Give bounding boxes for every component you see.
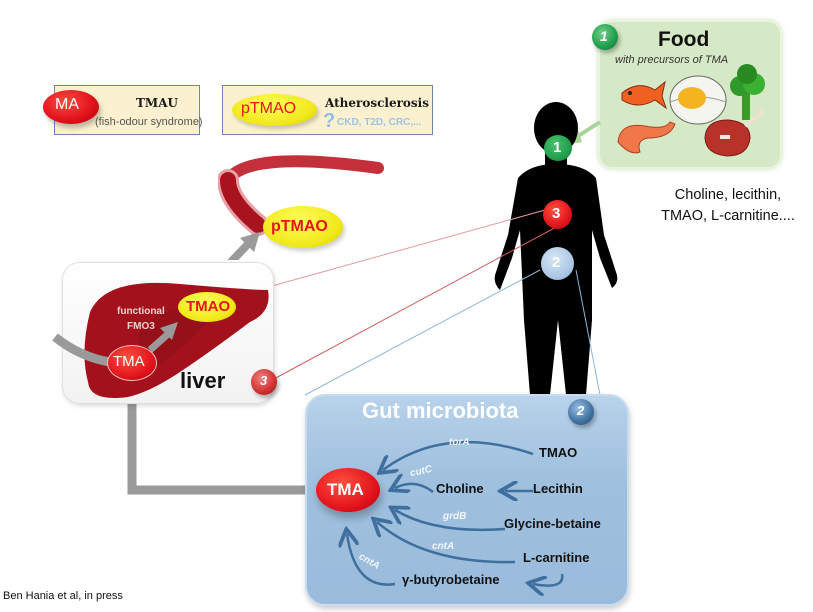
liver-icon <box>52 282 269 398</box>
gut-tma-marker <box>316 468 380 512</box>
food-subtitle: with precursors of TMA <box>615 54 729 66</box>
gut-connector-right <box>575 269 601 396</box>
gut-title: Gut microbiota <box>362 398 519 423</box>
liver-step-marker <box>251 369 277 395</box>
liver-tmao-marker <box>178 292 236 322</box>
food-step-number: 1 <box>600 28 608 44</box>
liver-connector-top <box>271 209 546 287</box>
butyrobetaine-pathway-arrow <box>347 534 396 586</box>
body-marker-2-label: 2 <box>552 254 561 271</box>
gut-tma-label: TMA <box>327 480 364 499</box>
source-choline: Choline <box>436 481 484 496</box>
atherosclerosis-title: Atherosclerosis <box>325 96 429 110</box>
precursor-note-line1: Choline, lecithin, <box>674 187 782 203</box>
broccoli-icon <box>730 64 765 120</box>
tma-marker-label: MA <box>55 96 79 113</box>
carnitine-to-butyrobetaine-arrow <box>533 573 564 586</box>
glycine-betaine-pathway-arrow <box>395 510 506 532</box>
tmao-pathway-arrow <box>383 440 534 470</box>
tmau-subtitle: (fish-odour syndrome) <box>95 116 203 128</box>
ham-icon <box>704 109 764 157</box>
liver-connector-bottom <box>271 224 561 381</box>
gut-step-marker <box>568 399 594 425</box>
liver-title: liver <box>180 368 226 393</box>
blood-vessel-icon <box>218 155 384 260</box>
precursor-note: Choline, lecithin, TMAO, L-carnitine.... <box>648 185 808 227</box>
gut-step-number: 2 <box>577 403 585 418</box>
food-step-marker <box>592 24 618 50</box>
liver-step-number: 3 <box>260 373 268 388</box>
enzyme-label-line1: functional <box>117 306 165 317</box>
shrimp-icon <box>617 121 676 154</box>
food-box: Food with precursors of TMA <box>592 20 782 169</box>
tmau-box: MA TMAU (fish-odour syndrome) <box>43 85 203 135</box>
ptmao-vessel-label: pTMAO <box>271 218 328 235</box>
ptmao-marker-label: pTMAO <box>241 100 297 117</box>
food-title: Food <box>658 28 710 51</box>
tmau-title: TMAU <box>136 96 178 110</box>
gut-connector-left <box>304 269 541 396</box>
precursor-note-line2: TMAO, L-carnitine.... <box>661 208 795 224</box>
enzyme-tora: torA <box>449 437 470 448</box>
liver-tma-marker <box>107 345 157 381</box>
comorbidities-text: CKD, T2D, CRC,... <box>337 117 422 128</box>
body-marker-1 <box>544 135 572 161</box>
enzyme-grdb: grdB <box>443 511 467 522</box>
source-gamma-butyrobetaine: γ-butyrobetaine <box>402 572 500 587</box>
enzyme-label-line2: FMO3 <box>127 321 155 332</box>
body-marker-1-label: 1 <box>553 139 562 156</box>
enzyme-cnta-carnitine: cntA <box>432 541 455 552</box>
body-marker-3 <box>543 200 572 229</box>
source-tmao: TMAO <box>539 445 578 460</box>
gut-pathway-arrows <box>305 440 564 602</box>
liver-tma-label: TMA <box>113 353 145 370</box>
atherosclerosis-box: pTMAO Atherosclerosis ? CKD, T2D, CRC,..… <box>222 85 433 135</box>
source-lecithin: Lecithin <box>533 481 583 496</box>
l-carnitine-pathway-arrow <box>377 522 516 564</box>
source-glycine-betaine: Glycine-betaine <box>504 516 601 531</box>
ptmao-vessel-marker <box>263 206 343 248</box>
ptmao-marker <box>232 94 317 126</box>
egg-icon <box>669 75 727 125</box>
source-l-carnitine: L-carnitine <box>523 550 590 565</box>
choline-pathway-arrow <box>395 484 434 492</box>
gut-to-liver-arrow <box>127 395 318 495</box>
fish-icon <box>621 80 667 110</box>
body-marker-3-label: 3 <box>552 205 561 222</box>
liver-tmao-label: TMAO <box>186 298 231 315</box>
citation: Ben Hania et al, in press <box>3 590 123 602</box>
food-illustrations <box>617 64 765 157</box>
body-marker-2 <box>541 247 574 280</box>
tma-marker <box>43 90 99 124</box>
question-mark-icon: ? <box>323 110 336 132</box>
